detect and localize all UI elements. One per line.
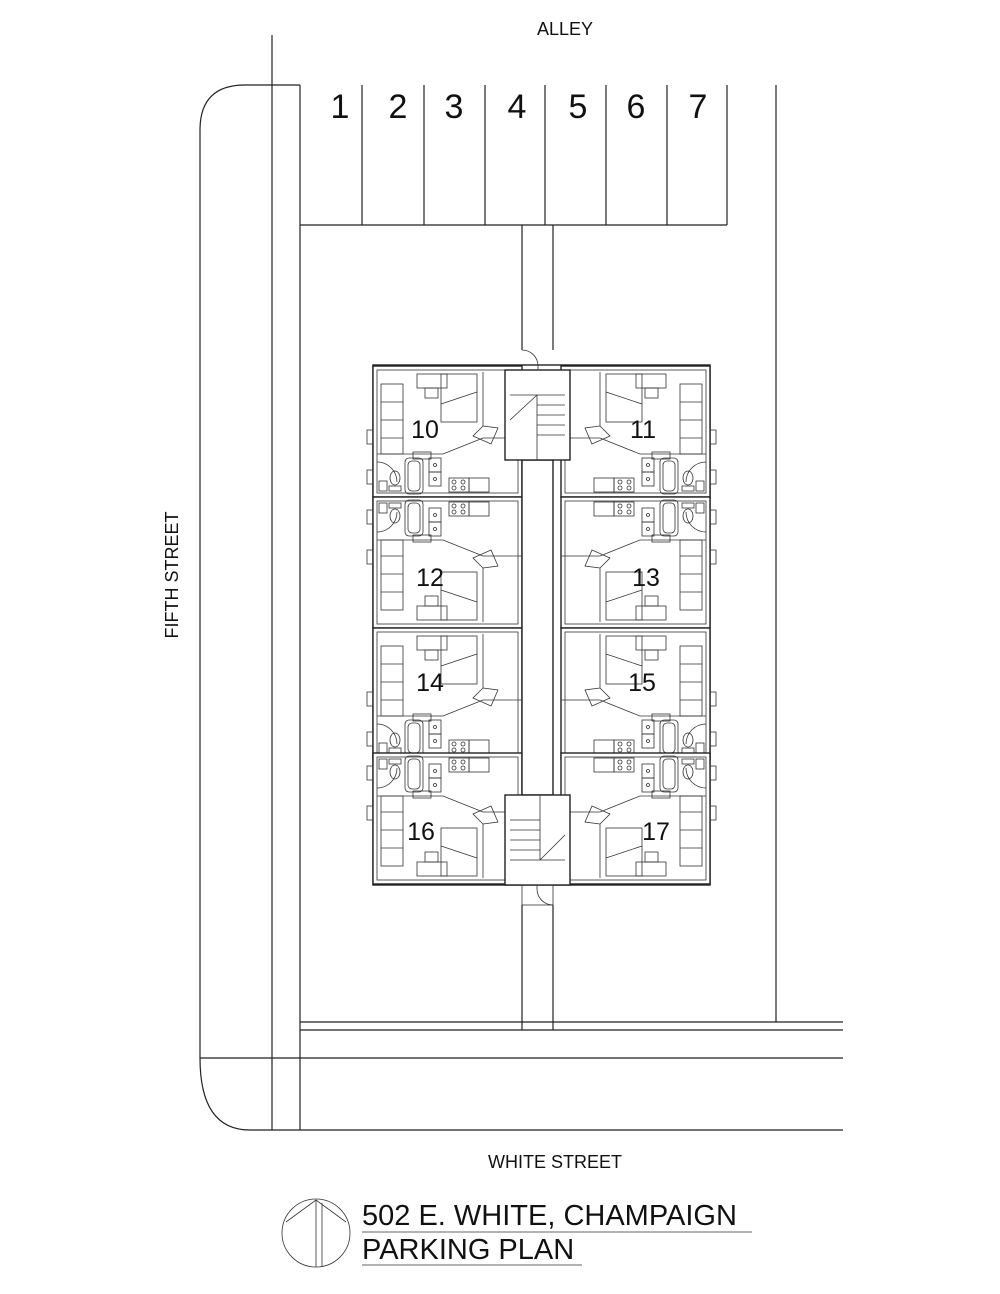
- parking-space-number: 2: [389, 88, 408, 126]
- unit-number-11: 11: [630, 416, 656, 444]
- parking-space-number: 1: [331, 88, 350, 126]
- white-street: [200, 1021, 843, 1059]
- white-street-label: WHITE STREET: [488, 1152, 622, 1172]
- parking-space-number: 7: [689, 88, 708, 126]
- fifth-street: [199, 35, 843, 1131]
- stair-north: [504, 349, 571, 461]
- building: 10 11 12 13 14 15 16 17: [366, 349, 717, 906]
- unit-number-17: 17: [642, 818, 670, 846]
- parking-space-number: 6: [627, 88, 646, 126]
- unit-number-10: 10: [411, 416, 439, 444]
- unit-number-16: 16: [407, 818, 435, 846]
- alley-label: ALLEY: [537, 19, 593, 39]
- parking-space-number: 4: [508, 88, 527, 126]
- walkway: [521, 225, 554, 1030]
- unit-number-14: 14: [416, 669, 444, 697]
- unit-number-12: 12: [416, 564, 444, 592]
- unit-number-15: 15: [628, 669, 656, 697]
- parking-space-number: 5: [569, 88, 588, 126]
- parking-stalls: 1 2 3 4 5 6 7: [300, 85, 777, 1022]
- title-plan-name: PARKING PLAN: [362, 1234, 574, 1266]
- north-arrow-icon: [281, 1198, 351, 1268]
- stair-south: [504, 794, 571, 906]
- unit-number-13: 13: [632, 564, 660, 592]
- fifth-street-label: FIFTH STREET: [162, 512, 182, 639]
- parking-space-number: 3: [445, 88, 464, 126]
- title-address: 502 E. WHITE, CHAMPAIGN: [362, 1200, 737, 1232]
